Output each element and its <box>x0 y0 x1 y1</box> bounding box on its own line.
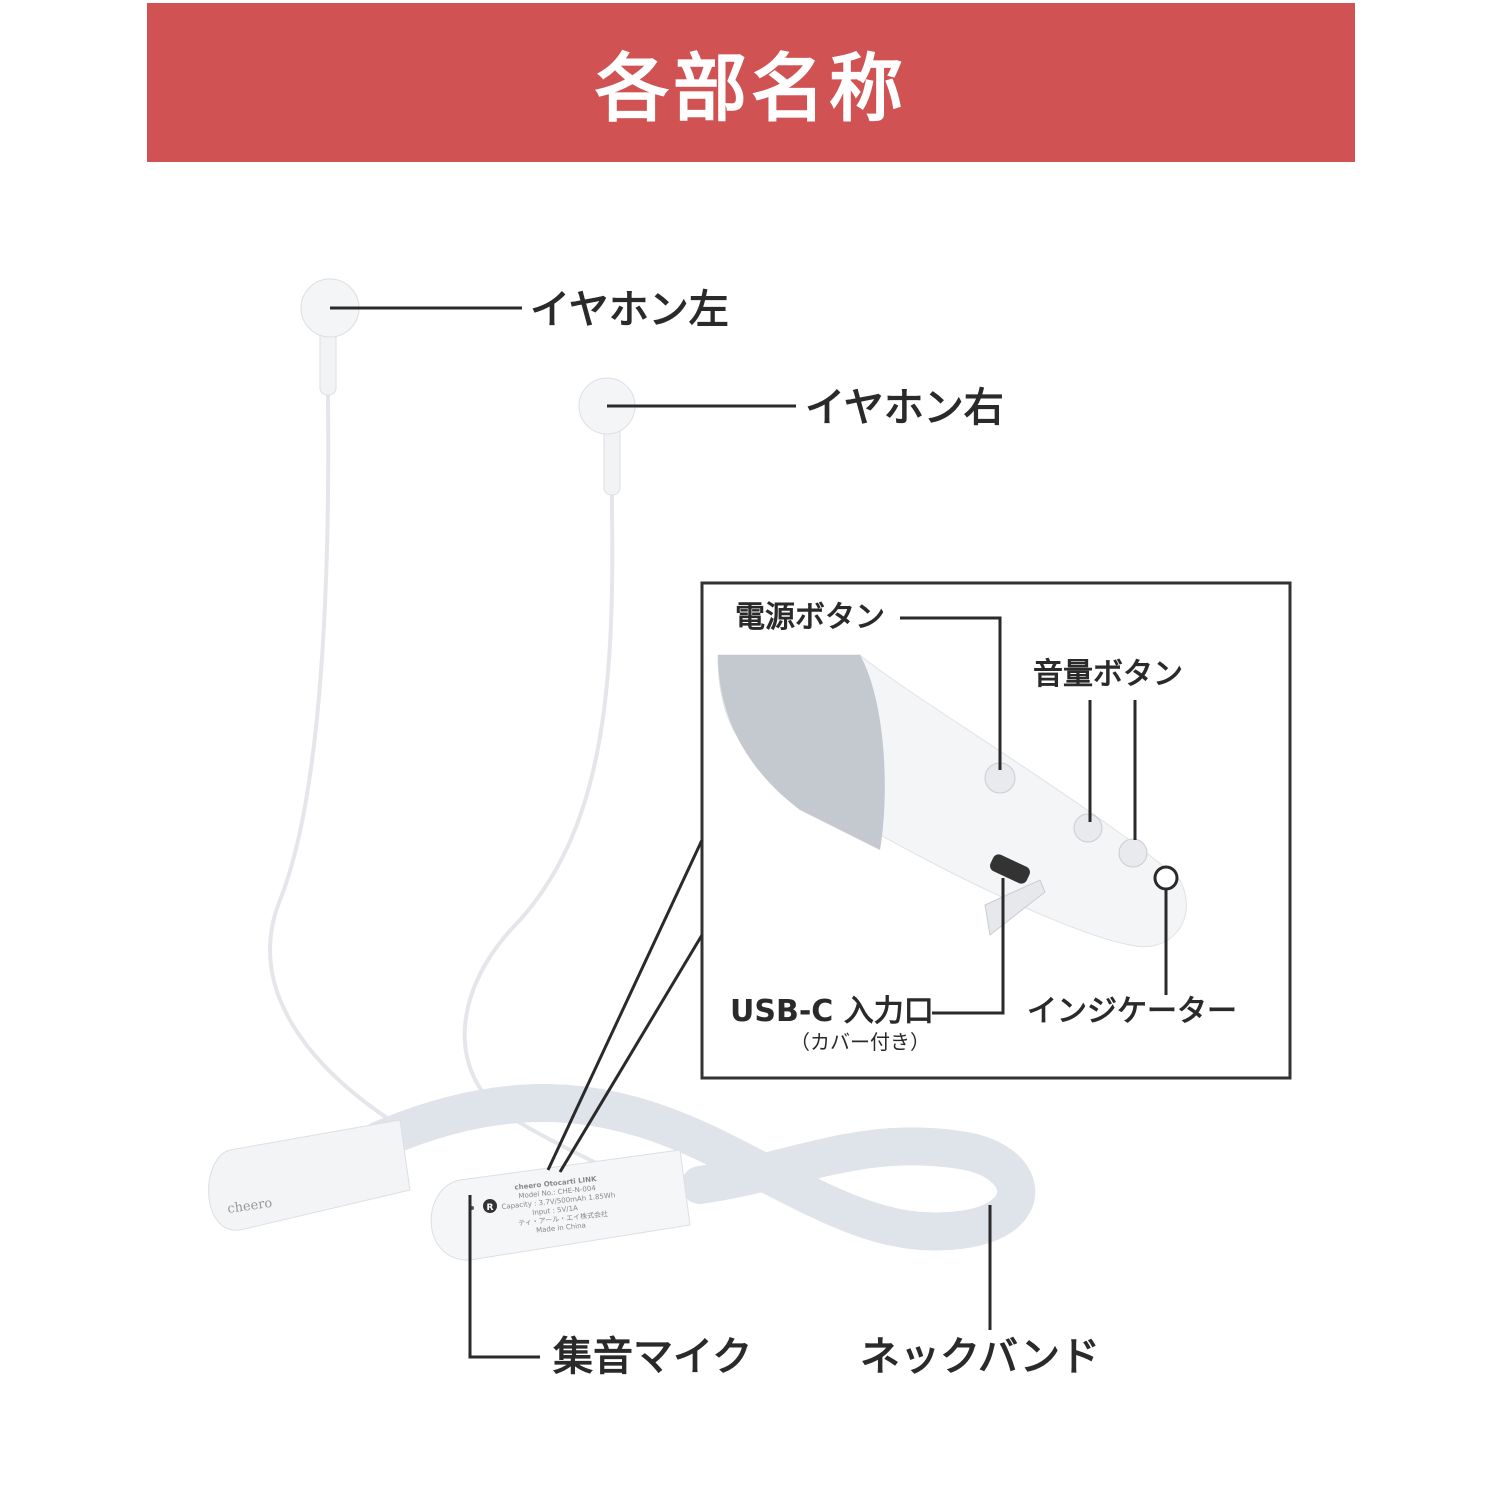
label-usb-c: USB-C 入力口 <box>730 994 934 1029</box>
volume-down-shape <box>1073 813 1103 843</box>
page-title: 各部名称 <box>595 46 907 132</box>
earbud-left <box>300 278 360 396</box>
usb-cover <box>984 879 1046 936</box>
volume-up-shape <box>1118 838 1148 868</box>
svg-text:R: R <box>487 1203 494 1213</box>
title-banner: 各部名称 <box>147 3 1355 162</box>
label-usb-c-note: （カバー付き） <box>790 1030 930 1054</box>
label-earphone-right: イヤホン右 <box>805 385 1004 431</box>
inset-housing-closeup <box>717 654 1187 948</box>
indicator-marker <box>1153 865 1179 891</box>
label-indicator: インジケーター <box>1027 994 1237 1029</box>
left-housing: cheero <box>208 1119 411 1231</box>
label-volume-button: 音量ボタン <box>1033 657 1183 692</box>
label-neckband: ネックバンド <box>860 1334 1100 1380</box>
usb-c-port <box>990 854 1030 884</box>
neckband-shape <box>361 1084 1036 1251</box>
earbud-right <box>578 377 636 496</box>
right-housing: R cheero Otocarti LINK Model No.: CHE-N-… <box>430 1149 691 1261</box>
left-cable <box>268 330 392 1122</box>
label-microphone: 集音マイク <box>553 1334 753 1380</box>
svg-text:cheero: cheero <box>226 1196 273 1217</box>
label-earphone-left: イヤホン左 <box>530 287 729 333</box>
right-cable <box>462 420 642 1192</box>
label-power-button: 電源ボタン <box>735 600 885 635</box>
